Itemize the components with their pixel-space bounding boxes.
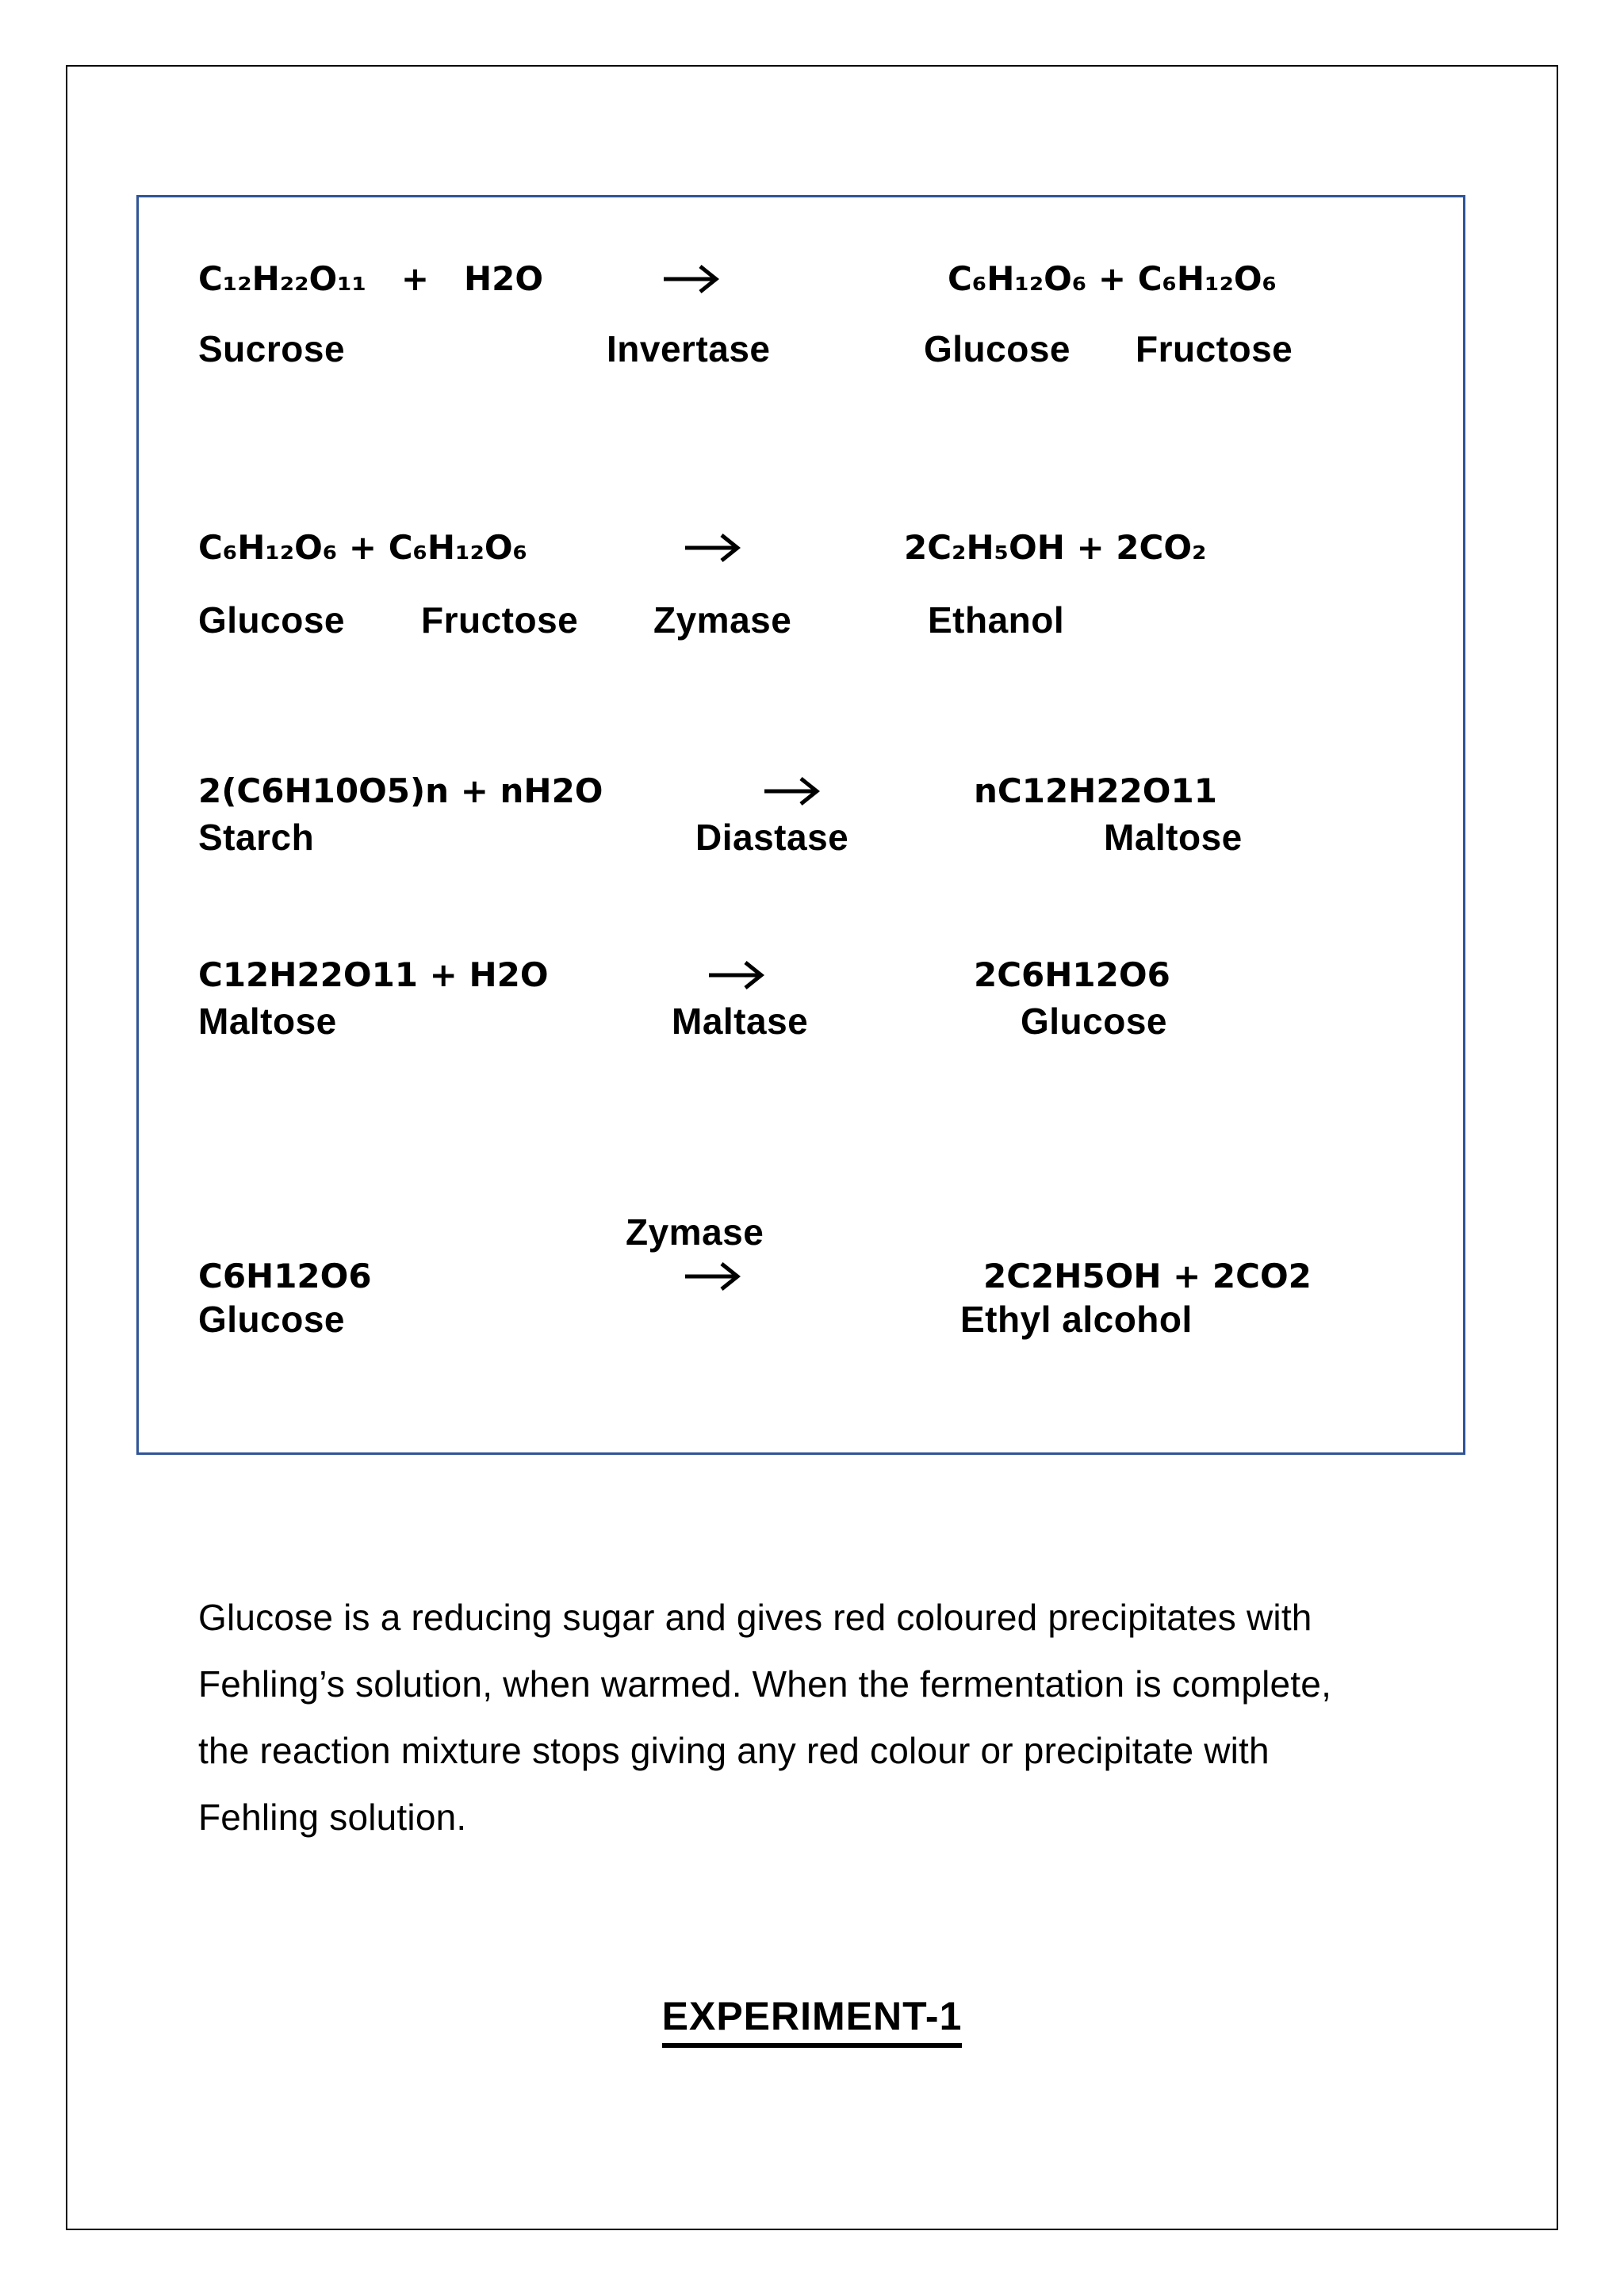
equations-box [136,195,1465,1455]
equation-2-label-ethanol: Ethanol [928,599,1065,641]
equation-2-label-fructose: Fructose [421,599,579,641]
equation-2-label-zymase: Zymase [653,599,792,641]
equation-4-label-maltose: Maltose [198,1001,337,1042]
equation-3-label-diastase: Diastase [695,817,849,858]
equation-5-reactants: C6H12O6 [198,1257,372,1295]
equation-1-label-sucrose: Sucrose [198,328,346,369]
equation-4-label-maltase: Maltase [672,1001,809,1042]
equation-2-products: 2C₂H₅OH + 2CO₂ [904,528,1207,567]
equation-1-products: C₆H₁₂O₆ + C₆H₁₂O₆ [948,259,1277,298]
equation-5-products: 2C2H5OH + 2CO2 [983,1257,1312,1295]
equation-3-label-maltose: Maltose [1104,817,1243,858]
equation-4-label-glucose: Glucose [1021,1001,1168,1042]
page-border [66,65,1558,2230]
right-arrow-icon [764,777,820,806]
equation-5-label-ethyl-alcohol: Ethyl alcohol [960,1299,1193,1340]
right-arrow-icon [709,961,764,989]
equation-1-label-fructose: Fructose [1136,328,1293,369]
fehling-paragraph: Glucose is a reducing sugar and gives re… [198,1597,1332,1838]
equation-3-products: nC12H22O11 [974,771,1217,810]
right-arrow-icon [685,534,741,562]
equation-4-products: 2C6H12O6 [974,955,1170,994]
equation-2-label-glucose: Glucose [198,599,346,641]
equation-5-enzyme-zymase: Zymase [626,1211,764,1253]
equation-1-reactants: C₁₂H₂₂O₁₁ + H2O [198,259,544,298]
equation-1-label-invertase: Invertase [607,328,771,369]
right-arrow-icon [664,265,719,293]
experiment-heading: EXPERIMENT-1 [661,1993,963,2048]
right-arrow-icon [685,1262,741,1291]
equation-1-label-glucose: Glucose [924,328,1071,369]
equation-3-label-starch: Starch [198,817,315,858]
equation-2-reactants: C₆H₁₂O₆ + C₆H₁₂O₆ [198,528,527,567]
heading-wrap: EXPERIMENT-1 [66,1993,1558,2048]
equation-4-reactants: C12H22O11 + H2O [198,955,549,994]
equation-5-label-glucose: Glucose [198,1299,346,1340]
equation-3-reactants: 2(C6H10O5)n + nH2O [198,771,603,810]
